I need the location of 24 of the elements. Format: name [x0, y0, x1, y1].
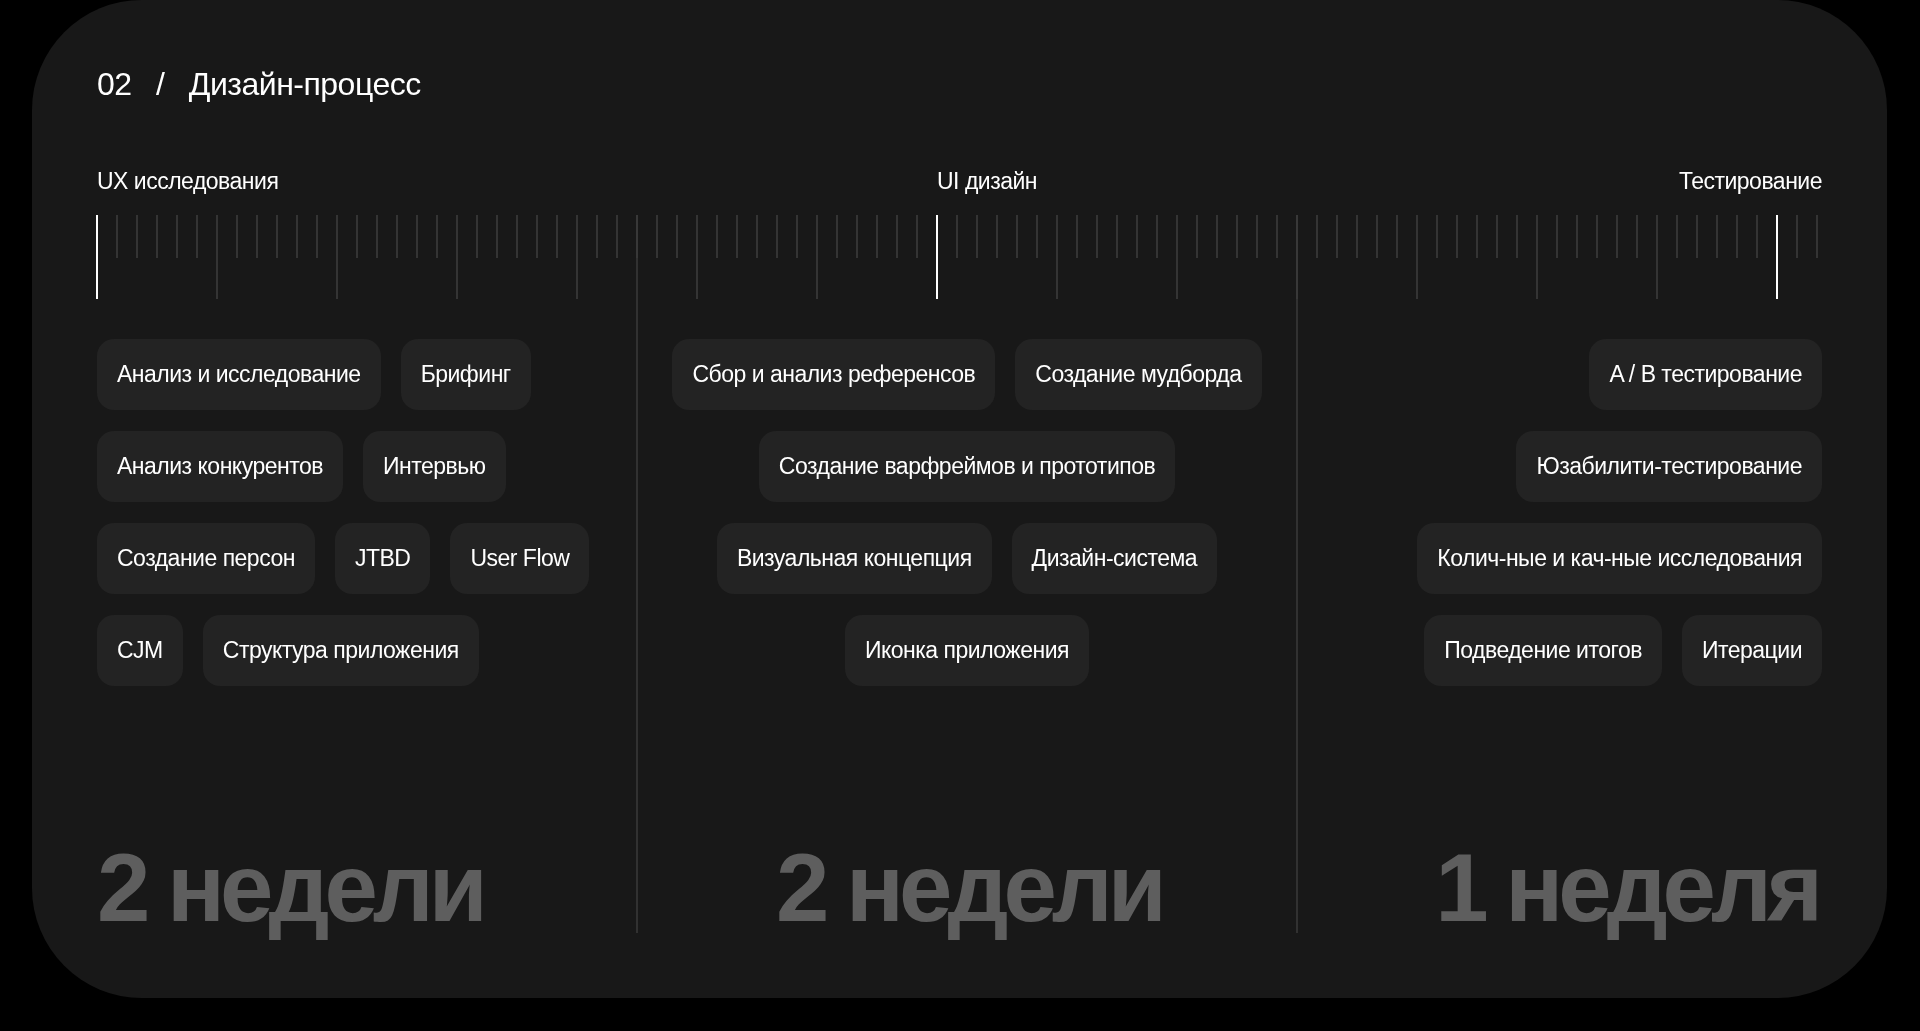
tag-pill: Структура приложения [202, 615, 479, 686]
tag-pill: Анализ конкурентов [97, 431, 343, 502]
tag-pill: Создание персон [97, 523, 315, 594]
section-heading: UI дизайн [937, 168, 1038, 195]
tag-pill: Создание мудборда [1015, 339, 1262, 410]
tag-pill: A / B тестирование [1589, 339, 1822, 410]
section-heading: Тестирование [1678, 168, 1822, 195]
tag-pill: Подведение итогов [1424, 615, 1662, 686]
tag-pill: CJM [97, 615, 183, 686]
tag-pill: Итерации [1681, 615, 1822, 686]
tag-pill: User Flow [450, 523, 590, 594]
tag-pill: Колич-ные и кач-ные исследования [1417, 523, 1822, 594]
section-heading: UX исследования [97, 168, 279, 195]
tag-pill: Сбор и анализ референсов [672, 339, 996, 410]
tag-pill: Визуальная концепция [716, 523, 992, 594]
tag-pill: Брифинг [400, 339, 531, 410]
tag-pill: Создание варфреймов и прототипов [758, 431, 1176, 502]
page-title: 02 / Дизайн-процесс [97, 66, 421, 103]
tag-pill: Иконка приложения [844, 615, 1090, 686]
tag-pill: Анализ и исследование [97, 339, 381, 410]
tag-pill: Дизайн-система [1011, 523, 1218, 594]
tag-pill: JTBD [334, 523, 431, 594]
tag-pill: Юзабилити-тестирование [1516, 431, 1822, 502]
tag-pill: Интервью [363, 431, 506, 502]
